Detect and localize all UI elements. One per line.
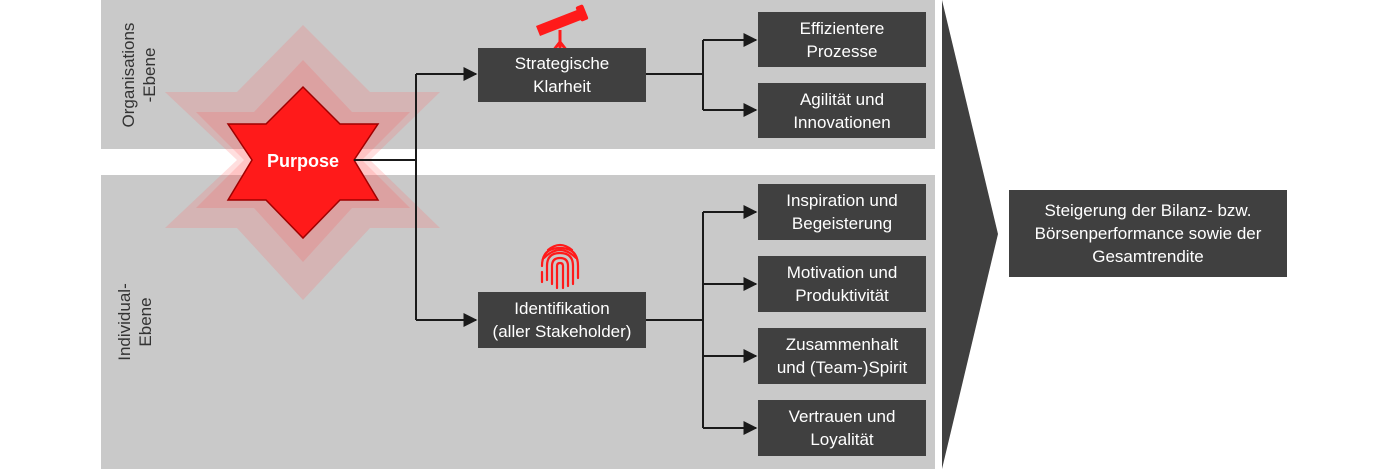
effect-box-cohesion: Zusammenhalt und (Team-)Spirit bbox=[758, 328, 926, 384]
fingerprint-icon bbox=[540, 243, 580, 290]
connector-identification bbox=[646, 205, 758, 435]
purpose-label: Purpose bbox=[266, 151, 340, 171]
outcome-chevron bbox=[942, 0, 998, 469]
connector-strategic bbox=[646, 33, 758, 117]
outcome-box: Steigerung der Bilanz- bzw. Börsenperfor… bbox=[1009, 190, 1287, 277]
effect-box-agility: Agilität und Innovationen bbox=[758, 83, 926, 138]
effect-box-motivation: Motivation und Produktivität bbox=[758, 256, 926, 312]
six-pointed-star-icon bbox=[226, 85, 380, 240]
identification-box: Identifikation (aller Stakeholder) bbox=[478, 292, 646, 348]
effect-box-processes: Effizientere Prozesse bbox=[758, 12, 926, 67]
connector-purpose bbox=[354, 67, 478, 327]
effect-box-inspiration: Inspiration und Begeisterung bbox=[758, 184, 926, 240]
effect-box-trust: Vertrauen und Loyalität bbox=[758, 400, 926, 456]
strategic-clarity-box: Strategische Klarheit bbox=[478, 48, 646, 102]
